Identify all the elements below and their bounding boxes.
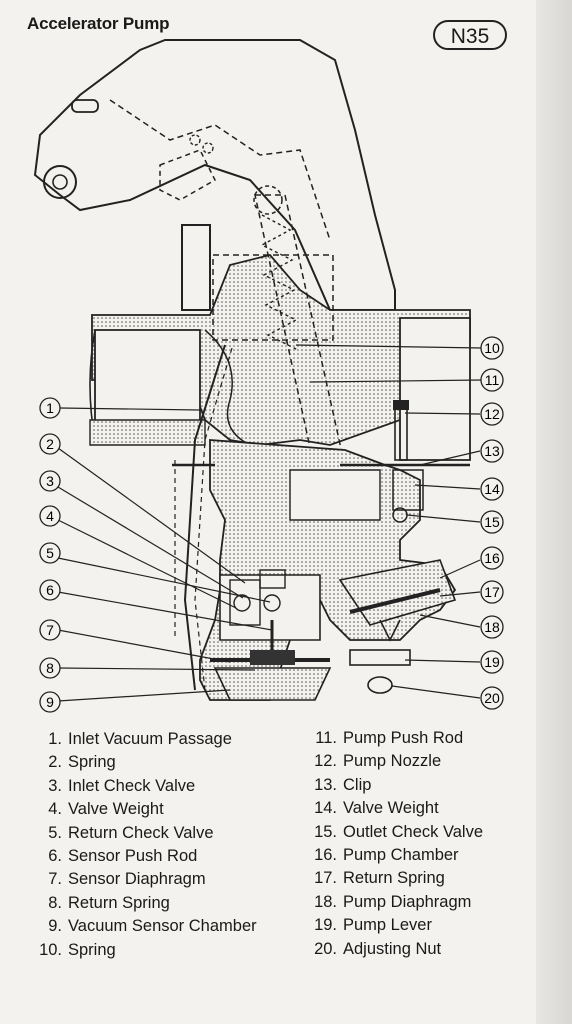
- callout-label-3: 3: [46, 473, 54, 489]
- callout-3: 3: [39, 470, 61, 492]
- legend-item-18: 18.Pump Diaphragm: [314, 892, 472, 911]
- callout-label-8: 8: [46, 660, 54, 676]
- callout-9: 9: [39, 691, 61, 713]
- callout-label-7: 7: [46, 622, 54, 638]
- page-edge-shadow: [536, 0, 572, 1024]
- legend-item-12: 12.Pump Nozzle: [314, 752, 442, 771]
- pump-diaphragm: [349, 588, 441, 614]
- lever-pivot: [43, 165, 77, 199]
- callout-label-9: 9: [46, 694, 54, 710]
- legend-item-1: 1.Inlet Vacuum Passage: [48, 730, 232, 748]
- callout-8: 8: [39, 657, 61, 679]
- vacuum-sensor-chamber: [213, 667, 332, 701]
- callout-15: 15: [480, 510, 504, 534]
- figure-code-badge: N35: [433, 20, 507, 50]
- callout-10: 10: [480, 336, 504, 360]
- legend-item-11: 11.Pump Push Rod: [315, 729, 464, 747]
- callout-label-12: 12: [484, 406, 500, 422]
- callout-label-15: 15: [484, 514, 500, 530]
- callout-1: 1: [39, 397, 61, 419]
- callout-label-5: 5: [46, 545, 54, 561]
- callout-label-17: 17: [484, 584, 500, 600]
- callout-2: 2: [39, 433, 61, 455]
- callout-19: 19: [480, 650, 504, 674]
- outlet-bore: [399, 317, 471, 461]
- legend-item-17: 17.Return Spring: [314, 869, 445, 888]
- legend-item-16: 16.Pump Chamber: [314, 846, 459, 865]
- callout-12: 12: [480, 402, 504, 426]
- callout-label-20: 20: [484, 690, 500, 706]
- callout-7: 7: [39, 619, 61, 641]
- callout-label-13: 13: [484, 443, 500, 459]
- legend-item-10: 10.Spring: [39, 940, 116, 959]
- legend-item-19: 19.Pump Lever: [314, 916, 432, 935]
- callout-label-10: 10: [484, 340, 500, 356]
- adjusting-nut: [367, 676, 393, 694]
- legend-item-9: 9.Vacuum Sensor Chamber: [48, 917, 257, 936]
- pump-lever: [349, 649, 411, 666]
- legend-item-14: 14.Valve Weight: [314, 799, 439, 818]
- callout-18: 18: [480, 615, 504, 639]
- callout-17: 17: [480, 580, 504, 604]
- callout-label-18: 18: [484, 619, 500, 635]
- callout-6: 6: [39, 579, 61, 601]
- callout-label-6: 6: [46, 582, 54, 598]
- dashed-plunger-housing: [212, 254, 334, 341]
- legend-item-4: 4.Valve Weight: [48, 800, 164, 819]
- callout-4: 4: [39, 505, 61, 527]
- legend-item-13: 13.Clip: [314, 775, 372, 794]
- legend-item-7: 7.Sensor Diaphragm: [48, 870, 206, 889]
- parts-legend-right: 11.Pump Push Rod 12.Pump Nozzle 13.Clip …: [305, 727, 483, 961]
- callout-5: 5: [39, 542, 61, 564]
- callout-label-4: 4: [46, 508, 54, 524]
- callout-label-19: 19: [484, 654, 500, 670]
- legend-item-8: 8.Return Spring: [48, 893, 170, 912]
- callout-label-2: 2: [46, 436, 54, 452]
- legend-item-15: 15.Outlet Check Valve: [314, 822, 484, 841]
- callout-label-14: 14: [484, 481, 500, 497]
- callout-13: 13: [480, 439, 504, 463]
- page-title: Accelerator Pump: [27, 14, 170, 33]
- callout-16: 16: [480, 546, 504, 570]
- callout-11: 11: [480, 368, 504, 392]
- callout-label-16: 16: [484, 550, 500, 566]
- legend-item-6: 6.Sensor Push Rod: [48, 847, 198, 866]
- callout-label-11: 11: [485, 372, 500, 388]
- callout-label-1: 1: [46, 400, 54, 416]
- callout-20: 20: [480, 686, 504, 710]
- upper-housing-outline: [33, 39, 396, 311]
- spring-coil: [260, 214, 299, 351]
- legend-item-5: 5.Return Check Valve: [48, 823, 214, 842]
- legend-item-20: 20.Adjusting Nut: [314, 939, 442, 958]
- callout-14: 14: [480, 477, 504, 501]
- parts-legend-left: 1.Inlet Vacuum Passage 2.Spring 3.Inlet …: [30, 728, 257, 962]
- legend-item-2: 2.Spring: [48, 753, 116, 772]
- callout-markers: 1 2 3 4 5 6 7 8 9 10 11 12 13 14 15 16 1…: [39, 336, 504, 713]
- vacuum-passage-tube: [183, 344, 226, 691]
- accelerator-pump-diagram: 1 2 3 4 5 6 7 8 9 10 11 12 13 14 15 16 1…: [33, 39, 504, 713]
- lever-bolt: [71, 99, 99, 113]
- legend-item-3: 3.Inlet Check Valve: [48, 776, 196, 795]
